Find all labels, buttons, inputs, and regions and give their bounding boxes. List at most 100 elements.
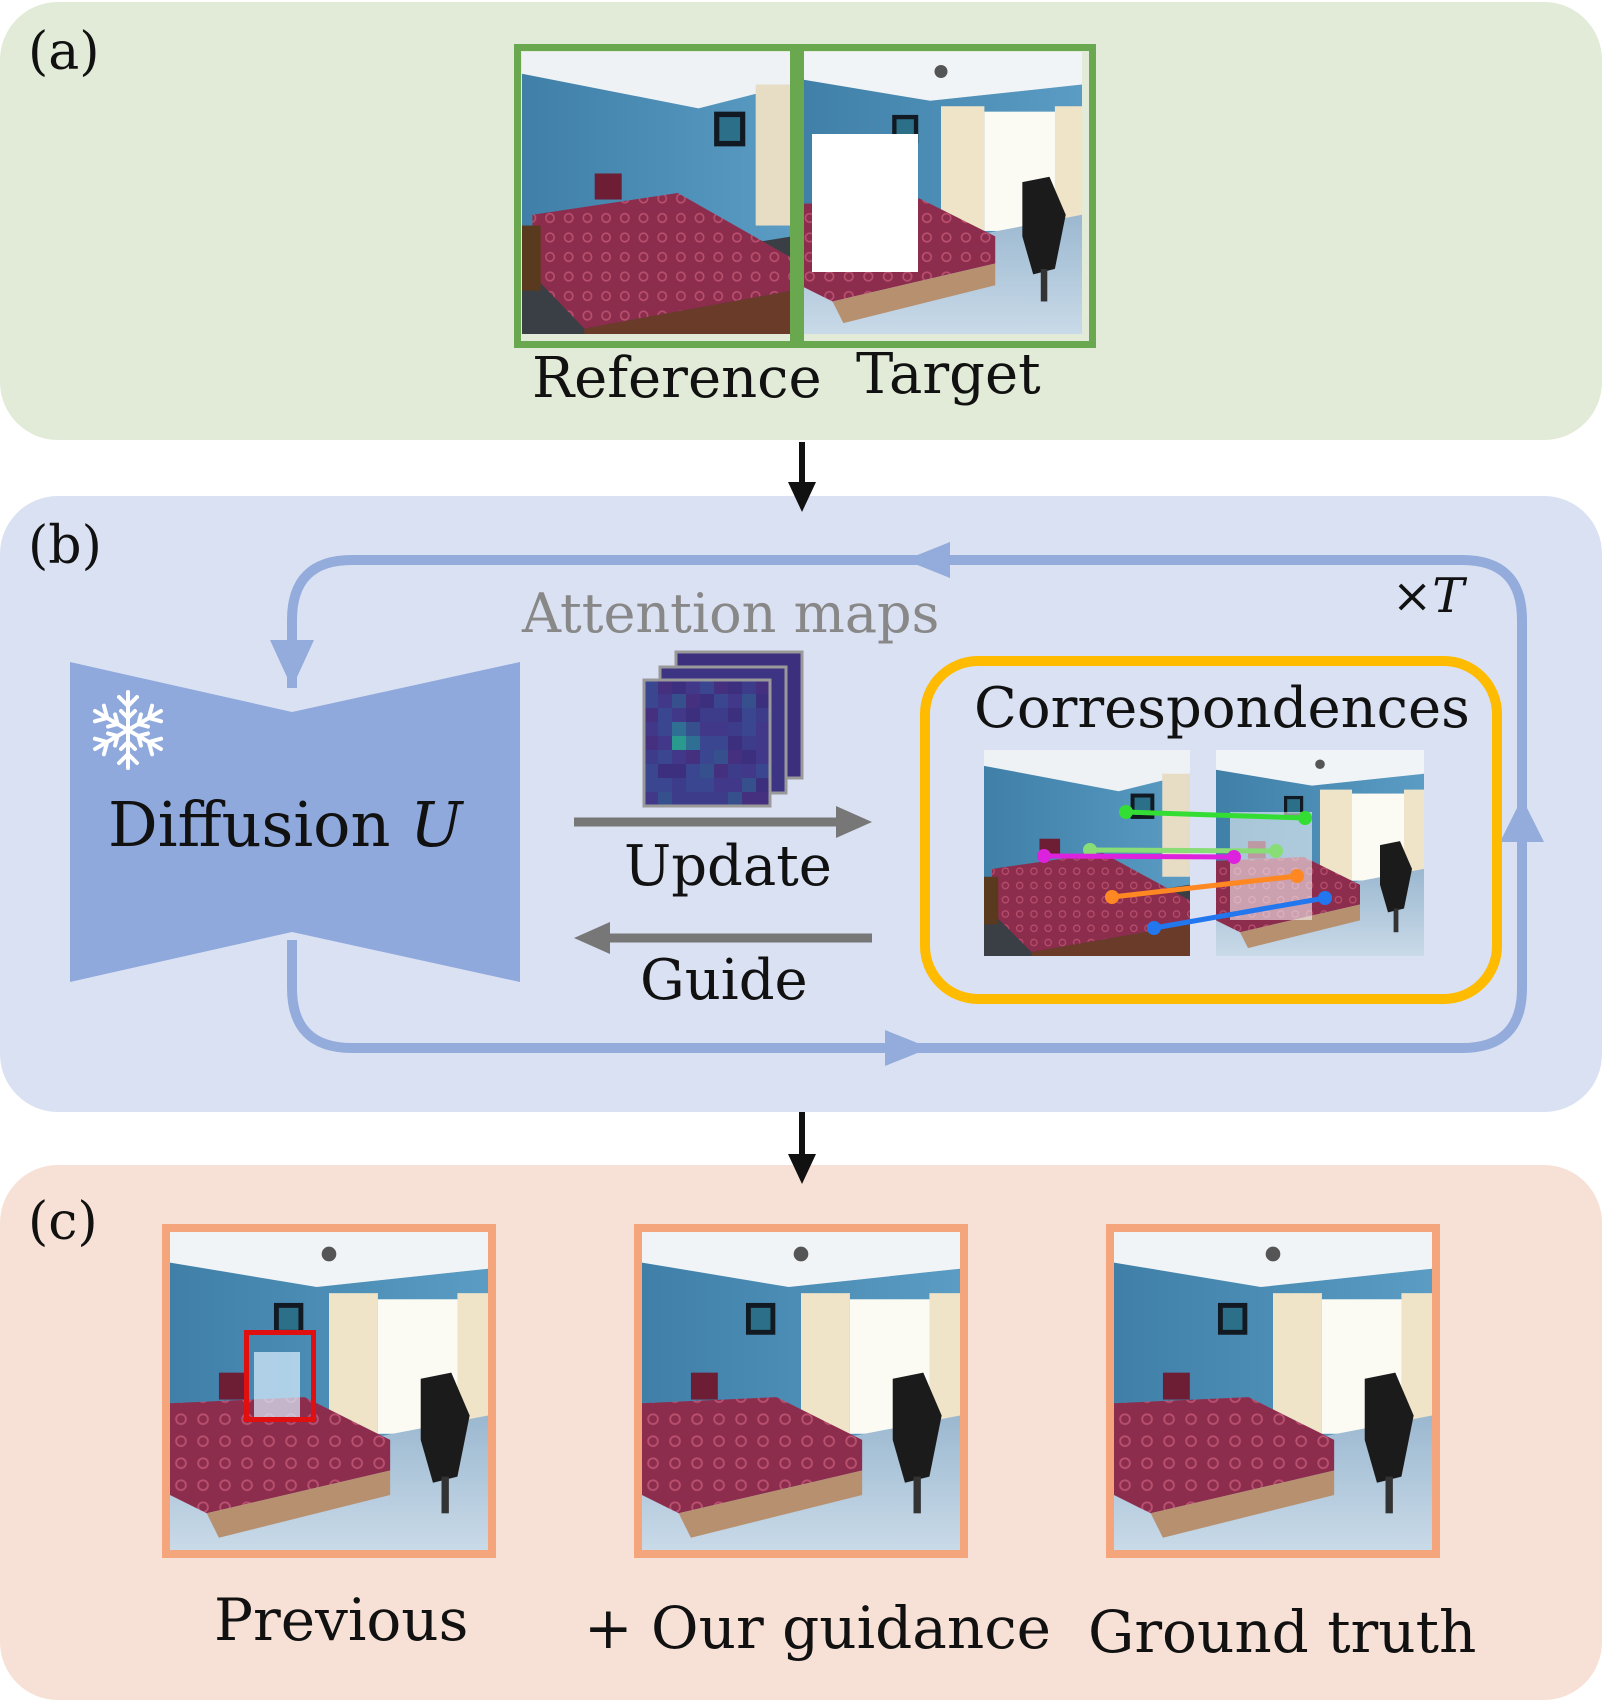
attention-cell <box>742 778 757 793</box>
attention-cell <box>686 708 701 723</box>
attention-cell <box>644 750 659 765</box>
attention-cell <box>700 694 715 709</box>
attention-cell <box>756 764 771 779</box>
attention-cell <box>672 792 687 807</box>
attention-cell <box>756 694 771 709</box>
attention-cell <box>672 778 687 793</box>
attention-cell <box>728 736 743 751</box>
attention-cell <box>658 694 673 709</box>
attention-cell <box>700 792 715 807</box>
match-line-light-green <box>1083 843 1283 858</box>
match-line-magenta <box>1037 849 1241 864</box>
target-image <box>800 52 1082 334</box>
caption-ground-truth: Ground truth <box>1088 1598 1477 1666</box>
attention-cell <box>700 680 715 695</box>
loop-arrow-top <box>905 542 950 578</box>
attention-cell <box>756 736 771 751</box>
match-line-blue <box>1147 891 1332 935</box>
guide-label: Guide <box>640 948 808 1013</box>
loop-arrow-bottom <box>885 1030 930 1066</box>
guide-arrow <box>574 922 872 954</box>
attention-cell <box>672 750 687 765</box>
result-our-guidance <box>634 1224 968 1558</box>
attention-cell <box>700 736 715 751</box>
panel-c-label: (c) <box>28 1192 98 1252</box>
attention-cell <box>714 736 729 751</box>
attention-cell <box>672 694 687 709</box>
attention-cell <box>644 736 659 751</box>
update-arrow <box>574 806 872 838</box>
attention-cell <box>742 680 757 695</box>
caption-our-guidance: + Our guidance <box>584 1594 1052 1662</box>
attention-cell <box>714 722 729 737</box>
attention-cell <box>714 764 729 779</box>
target-frame <box>790 44 1096 348</box>
correspondences-title: Correspondences <box>974 676 1470 741</box>
attention-cell <box>700 708 715 723</box>
attention-cell <box>686 778 701 793</box>
attention-cell <box>700 778 715 793</box>
attention-cell <box>756 750 771 765</box>
panel-b-label: (b) <box>28 516 102 576</box>
attention-cell <box>728 680 743 695</box>
target-caption: Target <box>856 342 1041 407</box>
attention-cell <box>742 764 757 779</box>
attention-cell <box>728 778 743 793</box>
attention-cell <box>644 764 659 779</box>
attention-cell <box>714 708 729 723</box>
attention-cell <box>700 722 715 737</box>
attention-cell <box>658 764 673 779</box>
attention-cell <box>672 764 687 779</box>
panel-a-label: (a) <box>28 22 100 82</box>
attention-cell <box>714 750 729 765</box>
attention-cell <box>658 708 673 723</box>
attention-cell <box>742 750 757 765</box>
arrow-a-to-b <box>788 442 816 512</box>
attention-cell <box>756 778 771 793</box>
attention-cell <box>686 736 701 751</box>
attention-cell <box>658 736 673 751</box>
caption-previous: Previous <box>214 1586 469 1654</box>
attention-cell <box>742 792 757 807</box>
attention-cell <box>644 792 659 807</box>
reference-frame <box>514 44 804 348</box>
target-mask-region <box>812 134 918 272</box>
attention-cell <box>686 680 701 695</box>
artifact-region <box>254 1352 300 1422</box>
match-line-orange <box>1105 869 1304 904</box>
diffusion-model-label: Diffusion U <box>108 788 462 861</box>
attention-cell <box>756 792 771 807</box>
diffusion-word: Diffusion <box>108 788 391 861</box>
arrow-b-to-c <box>788 1112 816 1184</box>
attention-cell <box>728 764 743 779</box>
attention-cell <box>714 778 729 793</box>
attention-cell <box>742 694 757 709</box>
attention-cell <box>644 708 659 723</box>
attention-cell <box>672 736 687 751</box>
match-line-green <box>1119 805 1312 825</box>
attention-cell <box>658 722 673 737</box>
attention-cell <box>728 750 743 765</box>
attention-cell <box>742 722 757 737</box>
attention-cell <box>644 722 659 737</box>
attention-cell <box>644 778 659 793</box>
attention-cell <box>756 680 771 695</box>
attention-cell <box>728 708 743 723</box>
result-ground-truth <box>1106 1224 1440 1558</box>
attention-cell <box>700 764 715 779</box>
attention-cell <box>644 694 659 709</box>
attention-cell <box>756 722 771 737</box>
attention-cell <box>672 722 687 737</box>
correspondences-box <box>920 656 1502 1004</box>
snowflake-icon <box>88 690 168 770</box>
result-previous <box>162 1224 496 1558</box>
attention-cell <box>658 792 673 807</box>
attention-cell <box>644 680 659 695</box>
attention-cell <box>686 722 701 737</box>
attention-cell <box>658 680 673 695</box>
